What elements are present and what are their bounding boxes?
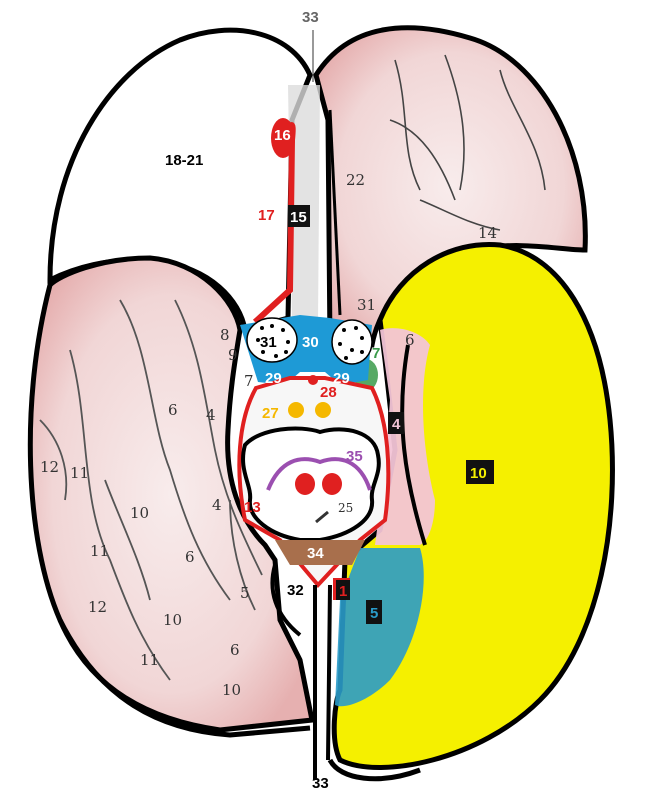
- hand-11c: 11: [140, 651, 159, 669]
- label-10-yellow: 10: [470, 465, 487, 482]
- label-7-left: 7: [244, 372, 254, 390]
- hand-6b: 6: [185, 548, 195, 566]
- hand-5: 5: [240, 584, 250, 602]
- label-18-21: 18-21: [165, 152, 203, 169]
- label-16: 16: [274, 127, 291, 144]
- label-35: 35: [346, 448, 363, 465]
- hand-10b: 10: [163, 611, 182, 629]
- collateral-sulcus-line: [400, 344, 427, 546]
- label-30: 30: [302, 334, 319, 351]
- left-bottom-outline: [57, 618, 311, 738]
- label-27: 27: [262, 405, 279, 422]
- hand-12b: 12: [88, 598, 107, 616]
- label-29-left: 29: [265, 370, 282, 387]
- label-33-top: 33: [302, 9, 319, 26]
- badge-15: [288, 205, 310, 227]
- right-olfactory-line: [328, 109, 342, 316]
- label-34: 34: [307, 545, 324, 562]
- label-29-right: 29: [333, 370, 350, 387]
- right-bottom-outline: [327, 758, 421, 782]
- dotted-region-31-right: [331, 319, 373, 365]
- label-13: 13: [244, 499, 261, 516]
- hand-10a: 10: [130, 504, 149, 522]
- label-8: 8: [220, 326, 230, 344]
- label-9: 9: [228, 346, 238, 364]
- badge-10: [466, 460, 494, 484]
- right-frontal-sulci: [389, 54, 546, 231]
- hand-4b: 4: [212, 496, 222, 514]
- aqueduct-25: [315, 510, 329, 524]
- blue-region-5: [335, 548, 424, 707]
- orange-dot-27-left: [288, 402, 304, 418]
- hand-12a: 12: [40, 458, 59, 476]
- label-4-badge: 4: [392, 416, 401, 433]
- label-33-bottom: 33: [312, 775, 329, 792]
- badge-1: [336, 580, 350, 600]
- label-31-left: 31: [260, 334, 277, 351]
- hand-11a: 11: [70, 464, 89, 482]
- label-17: 17: [258, 207, 275, 224]
- hand-10c: 10: [222, 681, 241, 699]
- brown-region-34: [275, 540, 365, 565]
- red-olfactory-bulb: [271, 118, 295, 158]
- label-32: 32: [287, 582, 304, 599]
- label-22: 22: [346, 171, 365, 189]
- orange-dot-27-right: [315, 402, 331, 418]
- label-5-badge: 5: [370, 605, 378, 622]
- label-15: 15: [290, 209, 307, 226]
- label-1: 1: [339, 583, 347, 600]
- label-14: 14: [478, 224, 497, 242]
- hand-4a: 4: [206, 406, 216, 424]
- red-nucleus-left: [295, 473, 315, 495]
- left-temporal-sulci: [39, 299, 263, 681]
- label-25: 25: [338, 501, 353, 515]
- label-6-top: 6: [405, 331, 415, 349]
- gyrus-rectus-strip: [288, 85, 320, 320]
- purple-arc-35: [266, 457, 372, 491]
- red-nucleus-right: [322, 473, 342, 495]
- badge-5: [366, 600, 382, 624]
- hand-6c: 6: [230, 641, 240, 659]
- label-31-right: 31: [357, 296, 376, 314]
- label-7-right: 7: [372, 345, 380, 362]
- hand-6a: 6: [168, 401, 178, 419]
- dots-31: [256, 324, 364, 360]
- label-28: 28: [320, 384, 337, 401]
- medulla-lines: [270, 564, 332, 780]
- red-dot-28: [308, 375, 318, 385]
- hand-11b: 11: [90, 542, 109, 560]
- badge-4: [388, 412, 404, 434]
